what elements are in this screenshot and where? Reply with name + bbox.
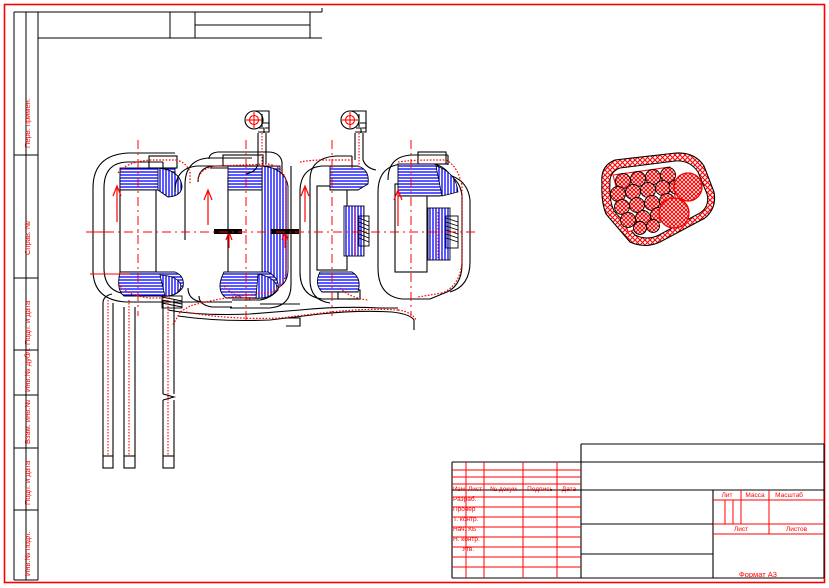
title-block-header-date: Дата: [561, 485, 577, 493]
sidebar-label-signature-and-date-2: Подп. и дата: [23, 460, 32, 505]
title-block-role-approver: Утв.: [461, 546, 475, 553]
datum-marker-right: [340, 110, 377, 171]
datum-marker-left: [244, 110, 270, 175]
title-block-role-tech-controller: Т. контр.: [453, 515, 479, 523]
title-block-header-izm: Изм: [452, 485, 466, 493]
sidebar-label-replaced-inventory-number: Взам. инв.№: [23, 399, 32, 444]
sidebar-label-signature-and-date-1: Подп. и дата: [23, 300, 32, 345]
title-block-role-head-of-design-bureau: Нач. КБ: [453, 525, 477, 533]
title-block-role-norm-controller: Н. контр.: [453, 535, 480, 543]
title-block: [451, 443, 825, 579]
sidebar-label-first-application: Перв. примен.: [23, 98, 32, 148]
sidebar-label-reference-number: Справ. №: [23, 220, 32, 255]
title-block-header-document-number: № докум: [490, 485, 517, 493]
title-block-header-signature: Подпись: [527, 485, 553, 493]
top-header-table: [38, 8, 323, 39]
sheet-format-label: Формат А3: [739, 570, 777, 579]
title-block-header-literal: Лит: [721, 491, 733, 499]
tube-bundle-cross-section-view: [601, 152, 716, 247]
sidebar-label-original-inventory-number: Инв.№ подл.: [23, 531, 32, 576]
title-block-role-checker: Провер: [453, 505, 476, 513]
sidebar-label-duplicate-inventory-number: Инв.№ дубл.: [23, 347, 32, 392]
title-block-header-mass: Масса: [745, 491, 765, 499]
title-block-header-sheet: Лист: [733, 525, 749, 533]
title-block-header-list: Лист: [467, 485, 483, 493]
title-block-header-scale: Масштаб: [775, 491, 803, 499]
sidebar-grid: [13, 11, 39, 581]
sheet-border: [3, 3, 826, 584]
title-block-header-sheets-total: Листов: [785, 525, 808, 533]
longitudinal-section-view: [86, 110, 478, 469]
title-block-role-developer: Разраб.: [453, 495, 477, 503]
